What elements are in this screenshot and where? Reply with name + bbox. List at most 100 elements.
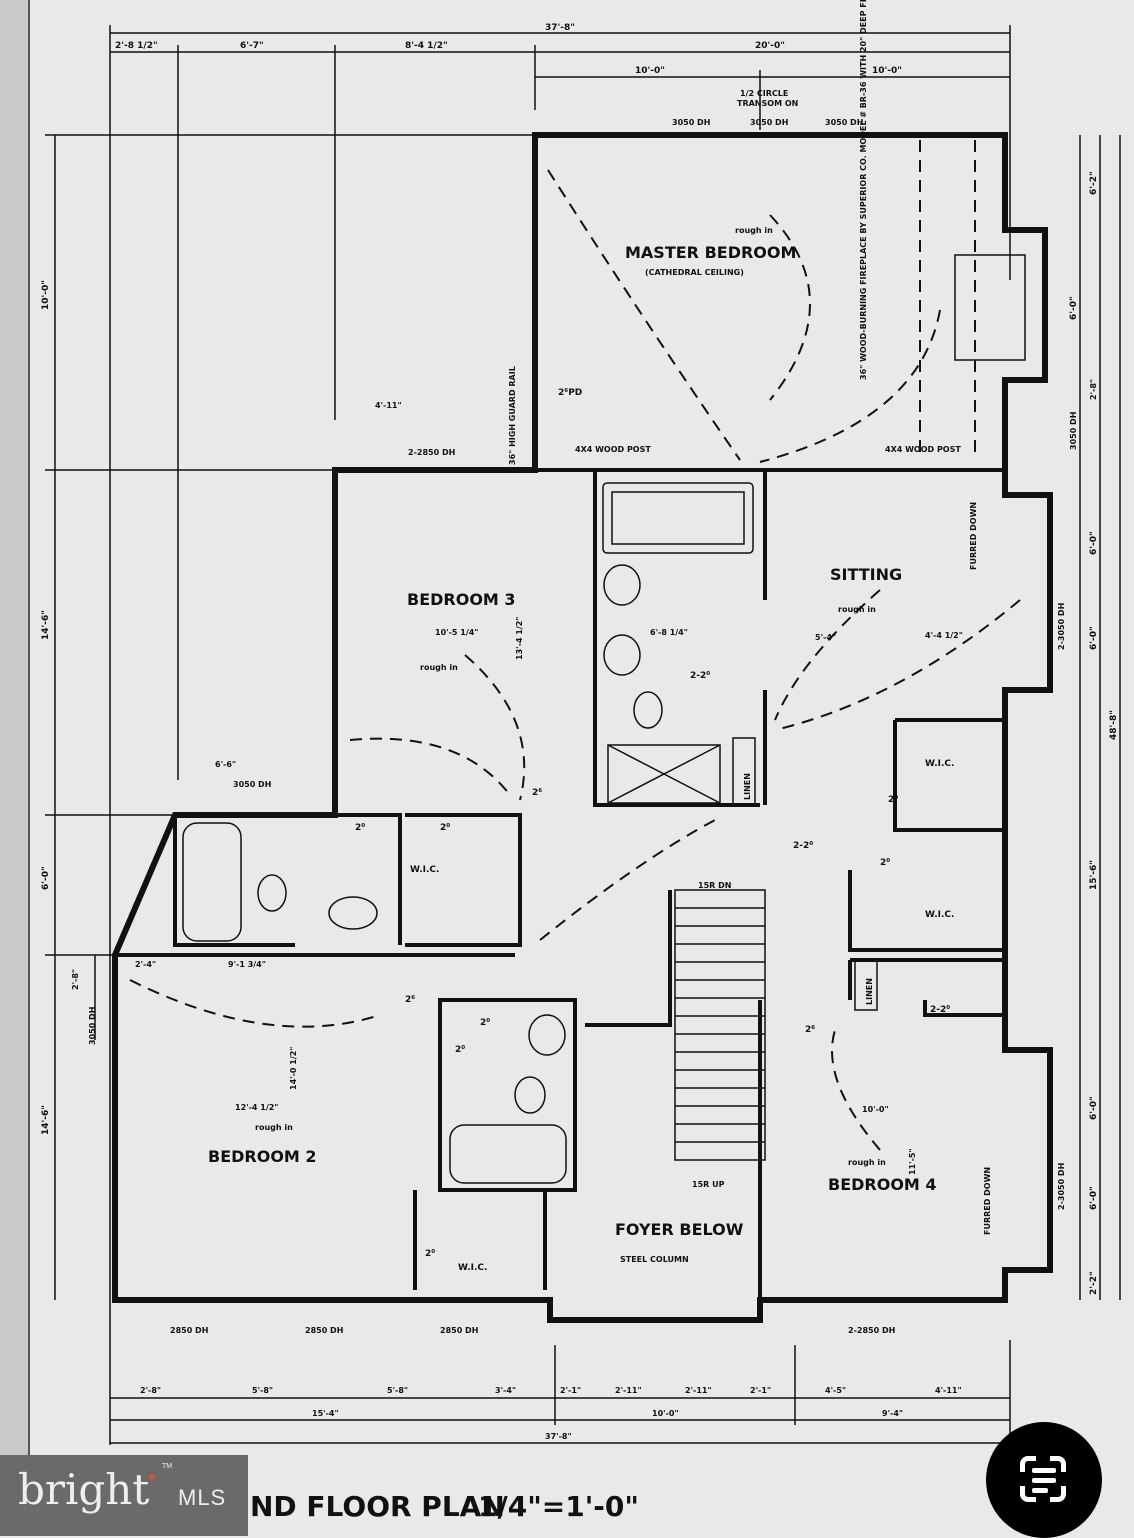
room-bedroom-3: BEDROOM 3 <box>407 590 516 609</box>
note-stair-down: 15R DN <box>698 881 731 890</box>
note-dim: 11'-5" <box>908 1148 917 1175</box>
toilet <box>257 874 287 912</box>
note-dim: 9'-1 3/4" <box>228 960 266 969</box>
dim-right: 6'-0" <box>1089 531 1099 555</box>
bathtub <box>449 1124 567 1184</box>
window-label: 2850 DH <box>440 1326 478 1335</box>
note-guard-rail: 36" HIGH GUARD RAIL <box>508 366 517 465</box>
dim-top-c: 8'-4 1/2" <box>405 41 448 51</box>
dim-right: 2-3050 DH <box>1057 603 1066 650</box>
dim-right: 6'-0" <box>1089 1186 1099 1210</box>
logo-suffix: MLS <box>178 1485 227 1510</box>
dim-bottom: 2'-11" <box>685 1386 712 1395</box>
side-dimensions: 10'-0" 14'-6" 6'-0" 14'-6" 2'-8" 3050 DH… <box>41 134 1121 1300</box>
note-door: 2⁶ <box>532 788 542 798</box>
dim-left: 14'-6" <box>41 1105 51 1135</box>
dim-top-e: 10'-0" <box>635 66 665 76</box>
sink <box>603 634 641 676</box>
window-label: 3050 DH <box>750 118 788 127</box>
fireplace <box>954 254 1026 361</box>
note-window: 3050 DH <box>233 780 271 789</box>
bathtub-master <box>602 482 754 554</box>
room-wic: W.I.C. <box>925 910 954 920</box>
transom-label-2: TRANSOM ON <box>737 99 798 108</box>
dim-right: 6'-0" <box>1089 1096 1099 1120</box>
room-bedroom-2: BEDROOM 2 <box>208 1147 317 1166</box>
plan-notes: rough in rough in rough in rough in roug… <box>135 0 992 1264</box>
dim-top-f: 10'-0" <box>872 66 902 76</box>
note-post: 4X4 WOOD POST <box>575 445 651 454</box>
note-dim: 10'-0" <box>862 1105 889 1114</box>
dim-overall-top: 37'-8" <box>545 23 575 33</box>
left-margin-strip <box>0 0 30 1536</box>
note-steel-column: STEEL COLUMN <box>620 1255 689 1264</box>
note-door: 2⁰ <box>480 1018 490 1028</box>
room-bedroom-4: BEDROOM 4 <box>828 1175 937 1194</box>
dim-right: 2'-8" <box>1089 379 1098 400</box>
note-door: 2⁰ <box>455 1045 465 1055</box>
plan-title: ND FLOOR PLAN <box>250 1490 505 1523</box>
room-sitting: SITTING <box>830 565 902 584</box>
bottom-dimensions: 2850 DH 2850 DH 2850 DH 2-2850 DH 2'-8" … <box>110 1326 1011 1445</box>
dim-bottom: 4'-11" <box>935 1386 962 1395</box>
note-stair-up: 15R UP <box>692 1180 725 1189</box>
plan-scale: 1/4"=1'-0" <box>478 1490 639 1523</box>
note-rough-in: rough in <box>735 226 773 235</box>
note-window: 2-2850 DH <box>408 448 455 457</box>
room-foyer-below: FOYER BELOW <box>615 1220 744 1239</box>
dim-right: 2'-2" <box>1089 1271 1099 1295</box>
dim-left: 14'-6" <box>41 610 51 640</box>
note-door: 2-2⁰ <box>930 1005 950 1015</box>
dim-right: 2-3050 DH <box>1057 1163 1066 1210</box>
dim-bottom: 15'-4" <box>312 1409 339 1418</box>
dim-left: 10'-0" <box>41 280 51 310</box>
scan-text-button[interactable] <box>986 1422 1102 1538</box>
note-door: 2⁰ <box>440 823 450 833</box>
note-door: 2⁰ <box>355 823 365 833</box>
dim-bottom: 10'-0" <box>652 1409 679 1418</box>
note-dim: 6'-6" <box>215 760 236 769</box>
dim-bottom: 4'-5" <box>825 1386 846 1395</box>
note-rough-in: rough in <box>848 1158 886 1167</box>
window-label: 2850 DH <box>170 1326 208 1335</box>
staircase <box>674 889 766 1161</box>
dim-bottom: 2'-1" <box>560 1386 581 1395</box>
interior-walls <box>115 468 1005 1300</box>
dim-right: 3050 DH <box>1069 412 1078 450</box>
dim-bottom: 5'-8" <box>387 1386 408 1395</box>
room-wic: W.I.C. <box>410 865 439 875</box>
cathedral-ceiling-note: (CATHEDRAL CEILING) <box>645 268 744 277</box>
sink <box>528 1014 566 1056</box>
note-door: 2-2⁰ <box>690 671 710 681</box>
dim-right: 15'-6" <box>1089 860 1099 890</box>
dim-bottom: 2'-8" <box>140 1386 161 1395</box>
dim-right: 6'-0" <box>1089 626 1099 650</box>
note-dim: 13'-4 1/2" <box>515 617 524 660</box>
window-label: 3050 DH <box>825 118 863 127</box>
note-dim: 12'-4 1/2" <box>235 1103 278 1112</box>
window-label: 2-2850 DH <box>848 1326 895 1335</box>
sink <box>328 896 378 930</box>
electrical-runs <box>129 169 1021 1151</box>
room-linen: LINEN <box>865 978 874 1005</box>
dim-bottom: 5'-8" <box>252 1386 273 1395</box>
dim-right: 6'-0" <box>1069 296 1079 320</box>
note-furred-down: FURRED DOWN <box>983 1167 992 1235</box>
note-dim: 4'-11" <box>375 401 402 410</box>
dim-top-a: 2'-8 1/2" <box>115 41 158 51</box>
dim-top-b: 6'-7" <box>240 41 264 51</box>
note-furred-down: FURRED DOWN <box>969 502 978 570</box>
note-dim: 10'-5 1/4" <box>435 628 478 637</box>
room-master-bedroom: MASTER BEDROOM <box>625 243 796 262</box>
note-door: 2⁰ <box>880 858 890 868</box>
toilet <box>633 691 663 729</box>
dim-left: 2'-8" <box>71 969 80 990</box>
linen-closet <box>732 737 756 805</box>
note-door: 2⁰ <box>425 1249 435 1259</box>
note-rough-in: rough in <box>255 1123 293 1132</box>
logo-tm: TM <box>162 1463 173 1470</box>
dim-right-overall: 48'-8" <box>1109 710 1119 740</box>
room-linen: LINEN <box>743 773 752 800</box>
note-door: 2⁰ <box>888 795 898 805</box>
